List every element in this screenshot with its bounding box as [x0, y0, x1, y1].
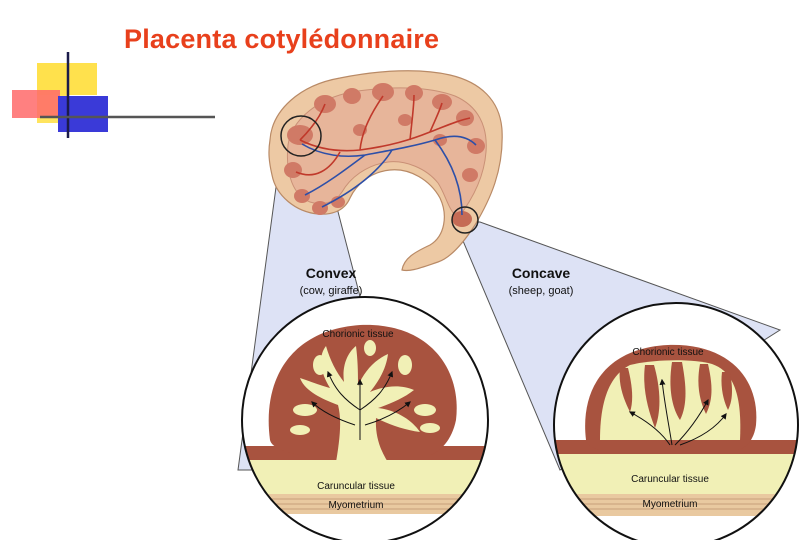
villus — [313, 355, 327, 375]
cotyledon — [343, 88, 361, 104]
convex-villi-branches — [290, 340, 440, 435]
villus — [364, 340, 376, 356]
concave-chorionic-villi — [619, 362, 732, 428]
ornament-red-square — [12, 90, 60, 118]
flow-arrow — [364, 401, 411, 426]
villus — [644, 365, 660, 428]
flow-arrow — [659, 378, 673, 446]
cotyledon — [462, 168, 478, 182]
villus — [420, 423, 440, 433]
concave-examples: (sheep, goat) — [509, 285, 574, 297]
cotyledon — [284, 162, 302, 178]
concave-highlight-circle — [451, 206, 479, 234]
convex-heading: Convex — [306, 265, 357, 281]
convex-examples: (cow, giraffe) — [300, 285, 363, 297]
concave-flow-arrows — [628, 378, 727, 446]
vessel-red — [295, 103, 341, 176]
concave-myometrium-label: Myometrium — [642, 499, 697, 510]
convex-highlight-circle — [280, 115, 322, 157]
cotyledon — [294, 189, 310, 203]
cotyledon — [405, 85, 423, 101]
vessel-blue — [304, 139, 463, 216]
cotyledon — [432, 94, 452, 110]
villus — [290, 425, 310, 435]
cotyledon — [287, 125, 313, 145]
uterus-overview — [268, 70, 503, 272]
villus — [414, 404, 436, 416]
concave-circle-border — [553, 302, 799, 540]
flow-arrow — [679, 413, 727, 446]
flow-arrow — [674, 398, 709, 446]
vessel-red — [299, 117, 471, 152]
concave-heading: Concave — [512, 265, 571, 281]
concave-caruncular-label: Caruncular tissue — [631, 474, 709, 485]
villus — [398, 355, 412, 375]
convex-flow-arrows — [311, 370, 411, 440]
convex-chorionic-label: Chorionic tissue — [322, 329, 394, 340]
cotyledon — [372, 83, 394, 101]
cotyledon — [331, 196, 345, 208]
cotyledon — [398, 114, 412, 126]
cotyledon — [452, 211, 472, 227]
villus — [293, 404, 317, 416]
flow-arrow — [326, 370, 361, 411]
vessel-red — [359, 94, 443, 151]
convex-caruncular-label: Caruncular tissue — [317, 481, 395, 492]
villus — [619, 368, 633, 412]
cotyledon — [312, 201, 328, 215]
ornament-blue-square — [58, 96, 108, 132]
vessel-blue — [301, 135, 477, 158]
flow-arrow — [628, 411, 671, 446]
umbilical-vessels — [295, 94, 477, 216]
concave-detail: Chorionic tissue Caruncular tissue Myome… — [553, 302, 799, 540]
convex-detail: Chorionic tissue Caruncular tissue Myome… — [241, 296, 489, 540]
slide-title: Placenta cotylédonnaire — [124, 24, 440, 54]
villus — [721, 372, 732, 410]
villus — [670, 362, 686, 420]
cotyledon — [456, 110, 474, 126]
flow-arrow — [311, 401, 356, 426]
slide-ornament — [12, 52, 215, 138]
concave-chorionic-label: Chorionic tissue — [632, 347, 704, 358]
convex-circle-border — [241, 296, 489, 540]
flow-arrow — [359, 370, 394, 411]
convex-myometrium-label: Myometrium — [328, 500, 383, 511]
